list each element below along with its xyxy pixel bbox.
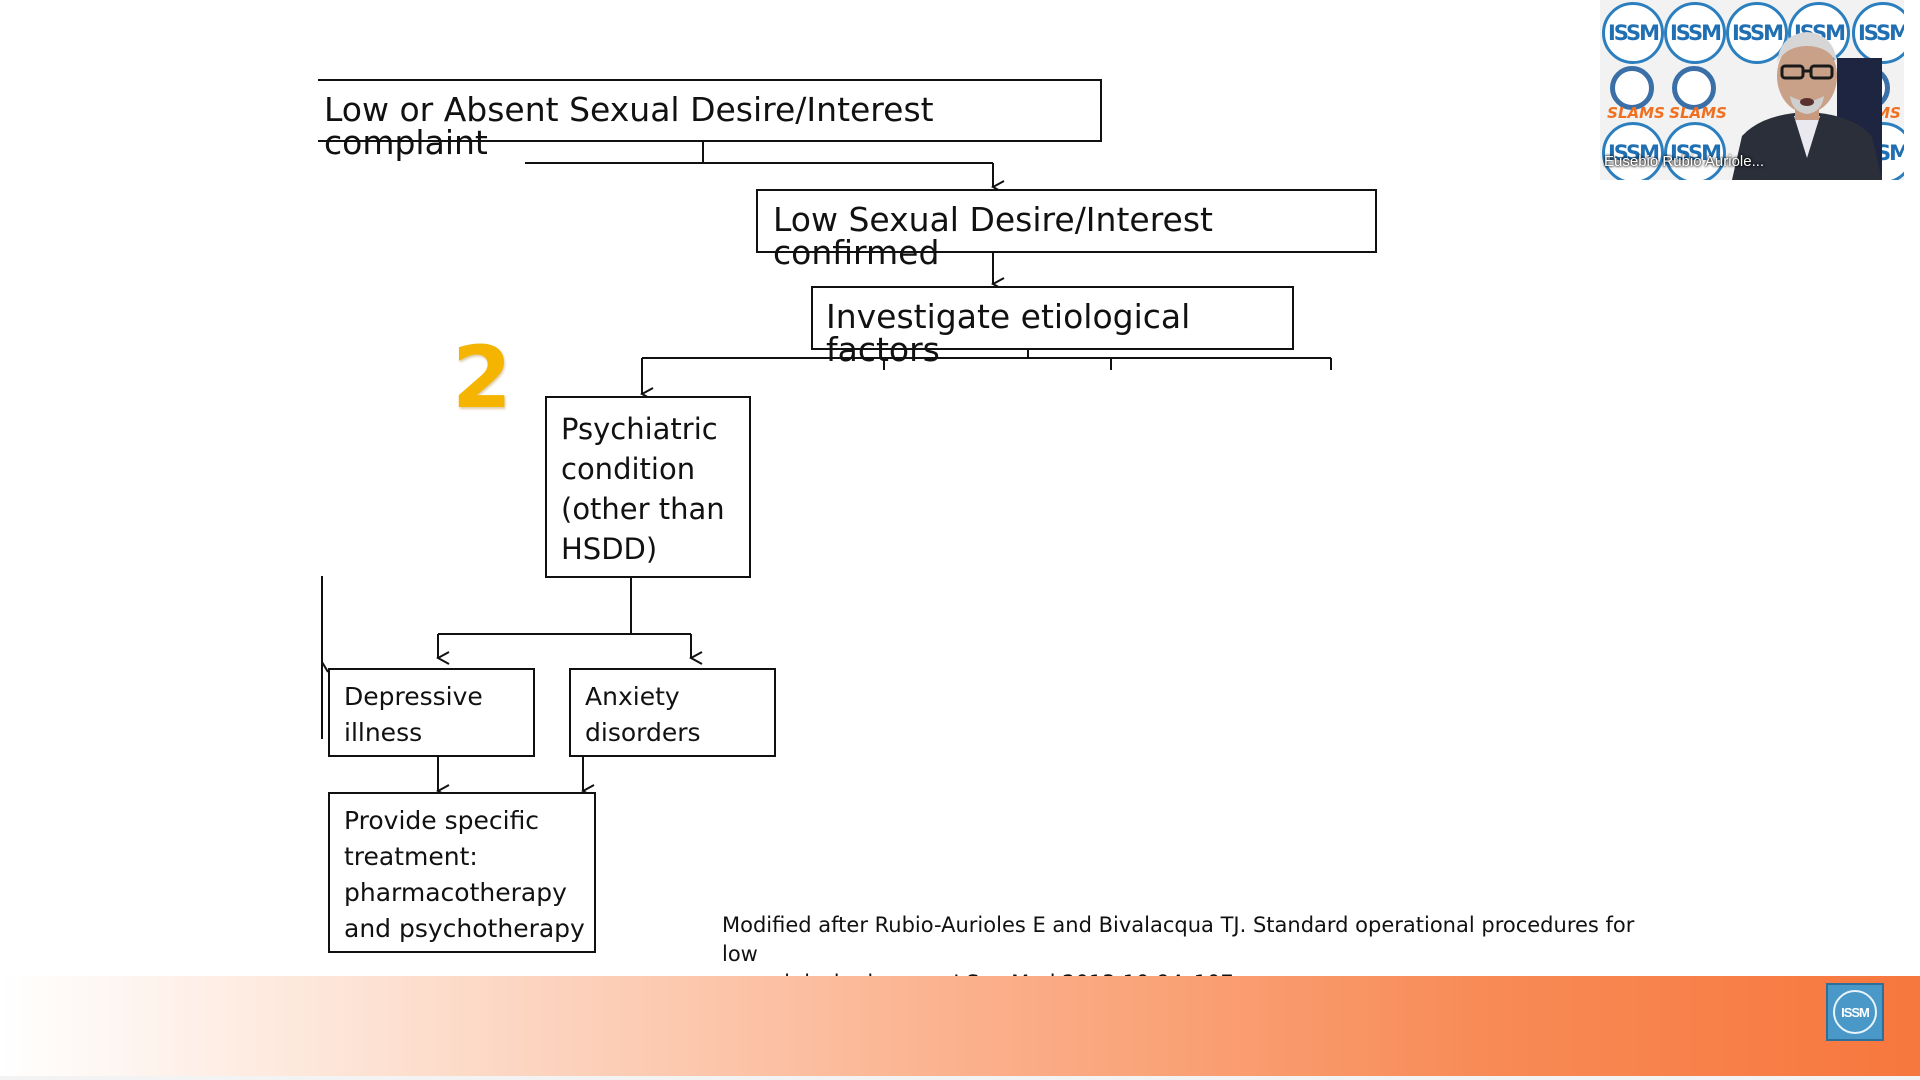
issm-logo-icon: ISSM [1726,2,1788,64]
slams-logo-icon: SLAMS [1604,66,1668,122]
psychiatric-line: Psychiatric [561,412,718,446]
connector-line [321,661,329,673]
issm-logo-icon: ISSM [1664,122,1726,180]
treatment-line: and psychotherapy [344,914,585,943]
treatment-box: Provide specific treatment: pharmacother… [328,792,596,953]
issm-logo-icon: ISSM [1852,2,1904,64]
issm-logo-icon: ISSM [1602,122,1664,180]
step-number: 2 [452,328,512,428]
psychiatric-line: (other than [561,492,725,526]
investigate-box: Investigate etiological factors [811,286,1294,366]
issm-logo-icon: ISSM [1664,2,1726,64]
presenter-name-label: Eusebio Rubio Auriole... [1604,153,1765,170]
psychiatric-line: HSDD) [561,532,658,566]
anxiety-line: Anxiety [585,682,680,711]
complaint-box: Low or Absent Sexual Desire/Interest com… [318,79,1102,159]
investigate-label: Investigate etiological factors [826,297,1191,369]
confirmed-box: Low Sexual Desire/Interest confirmed [756,189,1377,269]
depressive-line: Depressive [344,682,483,711]
treatment-line: pharmacotherapy [344,878,567,907]
complaint-label: Low or Absent Sexual Desire/Interest com… [324,90,934,162]
participant-video-tile[interactable]: ISSM ISSM ISSM ISSM ISSM SLAMS SLAMS SLA… [1600,0,1904,180]
treatment-line: treatment: [344,842,478,871]
psychiatric-condition-box: Psychiatric condition (other than HSDD) [545,396,751,578]
issm-footer-logo: ISSM [1826,983,1884,1041]
psychiatric-line: condition [561,452,696,486]
depressive-line: illness [344,718,423,747]
slams-logo-icon: SLAMS [1666,66,1730,122]
confirmed-label: Low Sexual Desire/Interest confirmed [773,200,1213,272]
issm-logo-icon: ISSM [1833,990,1877,1034]
presenter-video [1732,32,1882,180]
treatment-line: Provide specific [344,806,540,835]
issm-logo-icon: ISSM [1602,2,1664,64]
footer-edge [0,1076,1920,1080]
anxiety-disorders-box: Anxiety disorders [569,668,776,757]
footer-logo-text: ISSM [1841,1004,1870,1020]
citation-line: Modified after Rubio-Aurioles E and Biva… [722,913,1635,966]
footer-gradient-band [0,976,1920,1080]
depressive-illness-box: Depressive illness [328,668,535,757]
anxiety-line: disorders [585,718,701,747]
